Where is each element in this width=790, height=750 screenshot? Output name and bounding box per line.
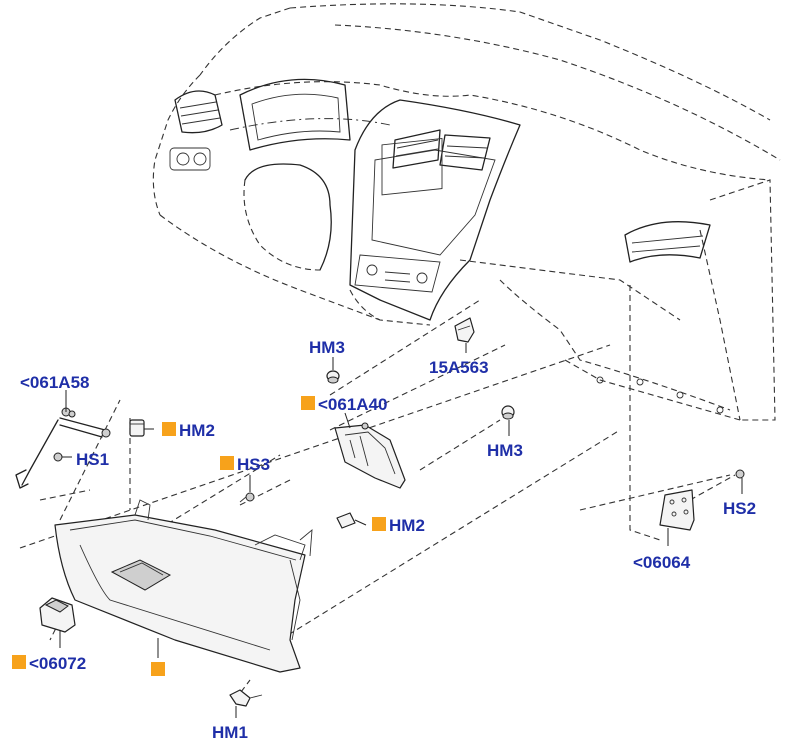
label-hm3-top: HM3 [309, 338, 345, 357]
bracket-061a40 [334, 422, 406, 489]
marker-hs3 [220, 456, 234, 470]
bumper-hm3-top [326, 370, 340, 384]
clip-hm2-mid [336, 512, 356, 529]
label-hs2: HS2 [723, 499, 756, 518]
label-hm3-right: HM3 [487, 441, 523, 460]
label-hm2-mid: HM2 [389, 516, 425, 535]
glovebox-bin [54, 499, 313, 673]
marker-hm2-left [162, 422, 176, 436]
marker-hm2-mid [372, 517, 386, 531]
label-061a58: <061A58 [20, 373, 89, 392]
leader-lines [59, 343, 743, 718]
alignment-lines [19, 285, 736, 701]
label-hs1: HS1 [76, 450, 109, 469]
orange-markers [12, 396, 386, 676]
switch-15a563 [454, 317, 475, 343]
latch-06072 [39, 597, 76, 633]
label-06064: <06064 [633, 553, 691, 572]
instrument-panel [152, 3, 781, 421]
hinge-pin-hm1 [229, 689, 263, 707]
label-hm1: HM1 [212, 723, 248, 742]
marker-061a40 [301, 396, 315, 410]
label-hm2-left: HM2 [179, 421, 215, 440]
callout-labels: HM3 15A563 <061A58 HS1 HM2 <061A40 HM3 H… [20, 338, 756, 742]
screw-hs3 [239, 492, 255, 503]
screw-hs2 [735, 469, 745, 479]
hinge-pin-hm2-left [129, 419, 145, 437]
label-15a563: 15A563 [429, 358, 489, 377]
marker-glovebox [151, 662, 165, 676]
label-hs3: HS3 [237, 455, 270, 474]
label-06072: <06072 [29, 654, 86, 673]
label-061a40: <061A40 [318, 395, 387, 414]
marker-06072 [12, 655, 26, 669]
bracket-06064 [659, 489, 695, 531]
bumper-hm3-right [501, 405, 515, 420]
